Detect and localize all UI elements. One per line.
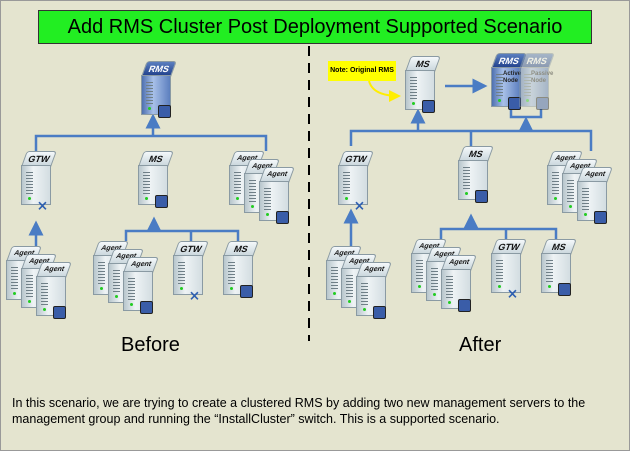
rms-server: RMS bbox=[141, 61, 177, 118]
ms-server: MS bbox=[458, 146, 494, 203]
server-body bbox=[123, 271, 153, 311]
diagram-title: Add RMS Cluster Post Deployment Supporte… bbox=[38, 10, 592, 44]
server-body bbox=[519, 67, 549, 107]
management-icon bbox=[536, 97, 549, 110]
after-bottom-bus bbox=[439, 227, 558, 239]
gtw-server: GTW bbox=[491, 239, 527, 293]
management-icon bbox=[458, 299, 471, 312]
server-body bbox=[491, 253, 521, 293]
before-bottom-bus bbox=[124, 229, 240, 241]
node-label: Active Node bbox=[503, 71, 522, 84]
gateway-icon bbox=[37, 197, 51, 208]
node-label: Passive Node bbox=[531, 71, 554, 84]
gateway-icon bbox=[507, 285, 521, 296]
agent-server: Agent bbox=[259, 167, 295, 224]
management-icon bbox=[422, 100, 435, 113]
server-body bbox=[541, 253, 571, 293]
management-icon bbox=[240, 285, 253, 298]
note-pointer-arrow bbox=[368, 80, 401, 102]
management-icon bbox=[594, 211, 607, 224]
after-rms-bracket bbox=[509, 109, 543, 119]
management-icon bbox=[475, 190, 488, 203]
note-original-rms: Note: Original RMS bbox=[328, 61, 396, 81]
ms-server: MS bbox=[223, 241, 259, 298]
gtw-server: GTW bbox=[338, 151, 374, 205]
gateway-icon bbox=[354, 197, 368, 208]
agent-server: Agent bbox=[36, 262, 72, 319]
agent-server: Agent bbox=[123, 257, 159, 314]
management-icon bbox=[140, 301, 153, 314]
gateway-icon bbox=[189, 287, 203, 298]
ms-server: MS bbox=[541, 239, 577, 296]
agent-server: Agent bbox=[356, 262, 392, 319]
after-caption: After bbox=[459, 334, 502, 356]
before-top-bus bbox=[34, 134, 268, 151]
server-body bbox=[21, 165, 51, 205]
agent-server: Agent bbox=[441, 255, 477, 312]
before-caption: Before bbox=[121, 334, 180, 356]
management-icon bbox=[155, 195, 168, 208]
ms-server: MS bbox=[138, 151, 174, 208]
server-body bbox=[36, 276, 66, 316]
gtw-server: GTW bbox=[173, 241, 209, 295]
management-icon bbox=[558, 283, 571, 296]
ms-server: MS bbox=[405, 56, 441, 113]
management-icon bbox=[158, 105, 171, 118]
management-icon bbox=[276, 211, 289, 224]
server-body bbox=[405, 70, 435, 110]
management-icon bbox=[508, 97, 521, 110]
scenario-description: In this scenario, we are trying to creat… bbox=[12, 396, 586, 426]
after-top-bus bbox=[349, 129, 593, 151]
server-body bbox=[356, 276, 386, 316]
agent-server: Agent bbox=[577, 167, 613, 224]
management-icon bbox=[53, 306, 66, 319]
gtw-server: GTW bbox=[21, 151, 57, 205]
management-icon bbox=[373, 306, 386, 319]
